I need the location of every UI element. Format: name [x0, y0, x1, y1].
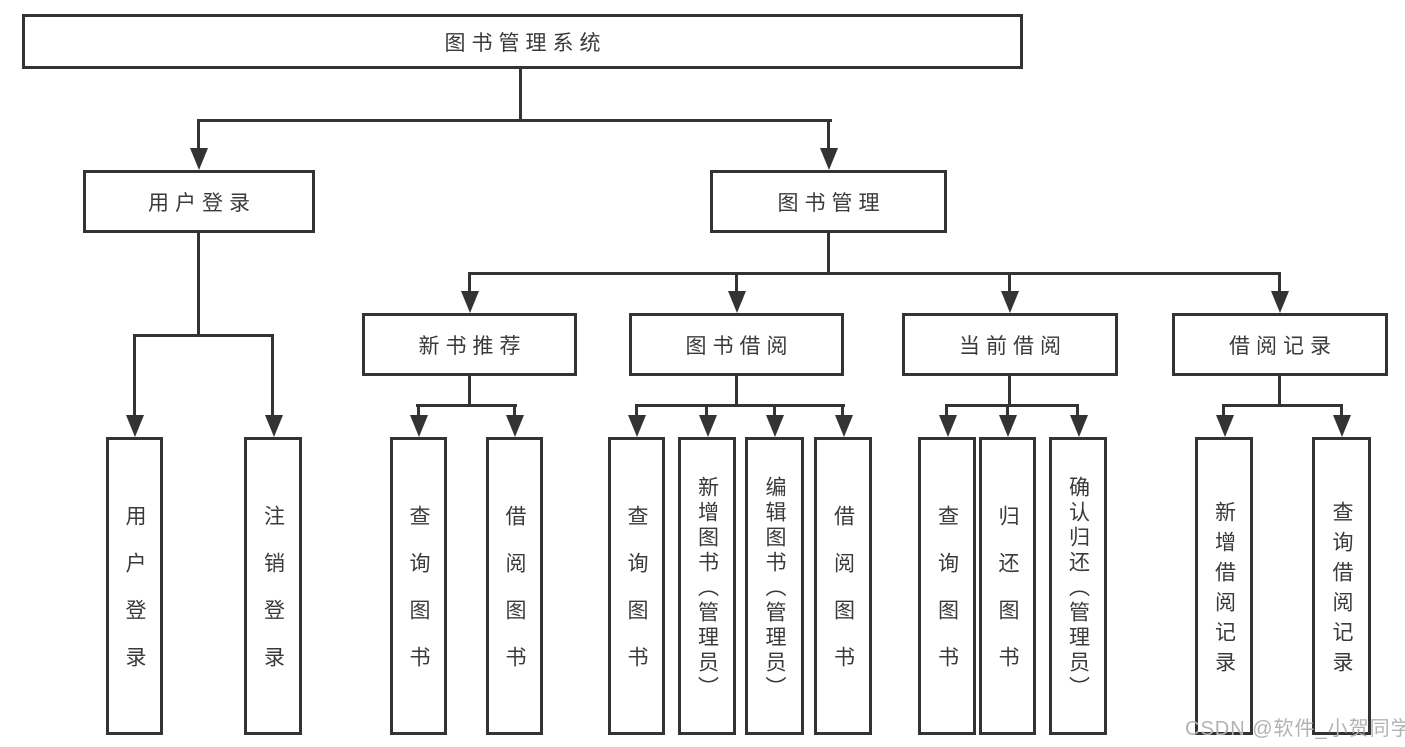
arrowhead-down-icon [461, 291, 479, 313]
node-label: 查询图书 [625, 505, 648, 693]
node-book-management: 图书管理 [710, 170, 947, 233]
leaf-confirm-return-admin: 确认归还（管理员） [1049, 437, 1107, 735]
node-label: 用户登录 [123, 505, 146, 693]
leaf-query-borrow-record: 查询借阅记录 [1312, 437, 1371, 735]
node-label: 注销登录 [261, 505, 285, 693]
connector-line [133, 334, 274, 337]
leaf-query-books-borrowing: 查询图书 [608, 437, 665, 735]
node-label: 新书推荐 [418, 334, 527, 358]
node-label: 查询借阅记录 [1330, 500, 1353, 681]
node-label: 当前借阅 [959, 334, 1067, 358]
node-book-borrowing: 图书借阅 [629, 313, 844, 376]
arrowhead-down-icon [1070, 415, 1088, 437]
node-label: 借阅记录 [1229, 334, 1337, 358]
connector-line [468, 272, 1281, 275]
node-label: 新增图书（管理员） [695, 475, 719, 701]
arrowhead-down-icon [1333, 415, 1351, 437]
arrowhead-down-icon [628, 415, 646, 437]
connector-line [841, 404, 844, 416]
node-label: 用户登录 [148, 191, 256, 215]
arrowhead-down-icon [820, 148, 838, 170]
node-label: 查询图书 [935, 505, 959, 693]
node-library-system: 图书管理系统 [22, 14, 1023, 69]
connector-line [827, 119, 830, 152]
node-label: 确认归还（管理员） [1066, 475, 1090, 701]
connector-line [133, 334, 136, 415]
node-label: 归还图书 [996, 505, 1019, 693]
leaf-query-books-current: 查询图书 [918, 437, 976, 735]
arrowhead-down-icon [699, 415, 717, 437]
connector-line [1340, 404, 1343, 416]
connector-line [468, 272, 471, 293]
connector-line [1278, 272, 1281, 293]
node-label: 查询图书 [407, 505, 430, 693]
node-label: 新增借阅记录 [1212, 500, 1236, 681]
arrowhead-down-icon [126, 415, 144, 437]
connector-line [1008, 272, 1011, 293]
arrowhead-down-icon [766, 415, 784, 437]
arrowhead-down-icon [835, 415, 853, 437]
arrowhead-down-icon [728, 291, 746, 313]
arrowhead-down-icon [265, 415, 283, 437]
leaf-edit-book-admin: 编辑图书（管理员） [745, 437, 804, 735]
arrowhead-down-icon [1216, 415, 1234, 437]
node-label: 图书借阅 [685, 334, 794, 358]
node-label: 借阅图书 [503, 505, 526, 693]
connector-line [735, 376, 738, 407]
node-user-login: 用户登录 [83, 170, 315, 233]
node-new-book-recommend: 新书推荐 [362, 313, 577, 376]
arrowhead-down-icon [1271, 291, 1289, 313]
connector-line [468, 376, 471, 407]
leaf-return-book: 归还图书 [979, 437, 1036, 735]
connector-line [1076, 404, 1079, 416]
connector-line [1222, 404, 1225, 416]
connector-line [705, 404, 708, 416]
node-label: 图书管理系统 [444, 31, 607, 55]
connector-line [773, 404, 776, 416]
connector-line [519, 69, 522, 122]
connector-line [827, 233, 830, 275]
leaf-add-book-admin: 新增图书（管理员） [678, 437, 736, 735]
leaf-borrow-books-borrowing: 借阅图书 [814, 437, 872, 735]
connector-line [1006, 404, 1009, 416]
connector-line [735, 272, 738, 293]
arrowhead-down-icon [506, 415, 524, 437]
leaf-query-books-recommend: 查询图书 [390, 437, 447, 735]
leaf-add-borrow-record: 新增借阅记录 [1195, 437, 1253, 735]
node-label: 编辑图书（管理员） [763, 475, 786, 701]
node-label: 图书管理 [777, 191, 886, 215]
connector-line [417, 404, 420, 416]
arrowhead-down-icon [939, 415, 957, 437]
connector-line [635, 404, 638, 416]
arrowhead-down-icon [1001, 291, 1019, 313]
connector-line [271, 334, 274, 415]
leaf-logout: 注销登录 [244, 437, 302, 735]
connector-line [197, 119, 832, 122]
connector-line [197, 233, 200, 337]
arrowhead-down-icon [999, 415, 1017, 437]
arrowhead-down-icon [190, 148, 208, 170]
connector-line [945, 404, 948, 416]
connector-line [1008, 376, 1011, 407]
leaf-user-login: 用户登录 [106, 437, 163, 735]
connector-line [197, 119, 200, 152]
connector-line [416, 404, 517, 407]
leaf-borrow-books-recommend: 借阅图书 [486, 437, 543, 735]
connector-line [635, 404, 845, 407]
arrowhead-down-icon [410, 415, 428, 437]
node-current-borrowing: 当前借阅 [902, 313, 1118, 376]
watermark-text: CSDN @软件_小贺同学 [1185, 718, 1405, 740]
connector-line [945, 404, 1079, 407]
connector-line [513, 404, 516, 416]
connector-line [1278, 376, 1281, 407]
connector-line [1222, 404, 1343, 407]
node-label: 借阅图书 [831, 505, 855, 693]
node-borrowing-records: 借阅记录 [1172, 313, 1388, 376]
